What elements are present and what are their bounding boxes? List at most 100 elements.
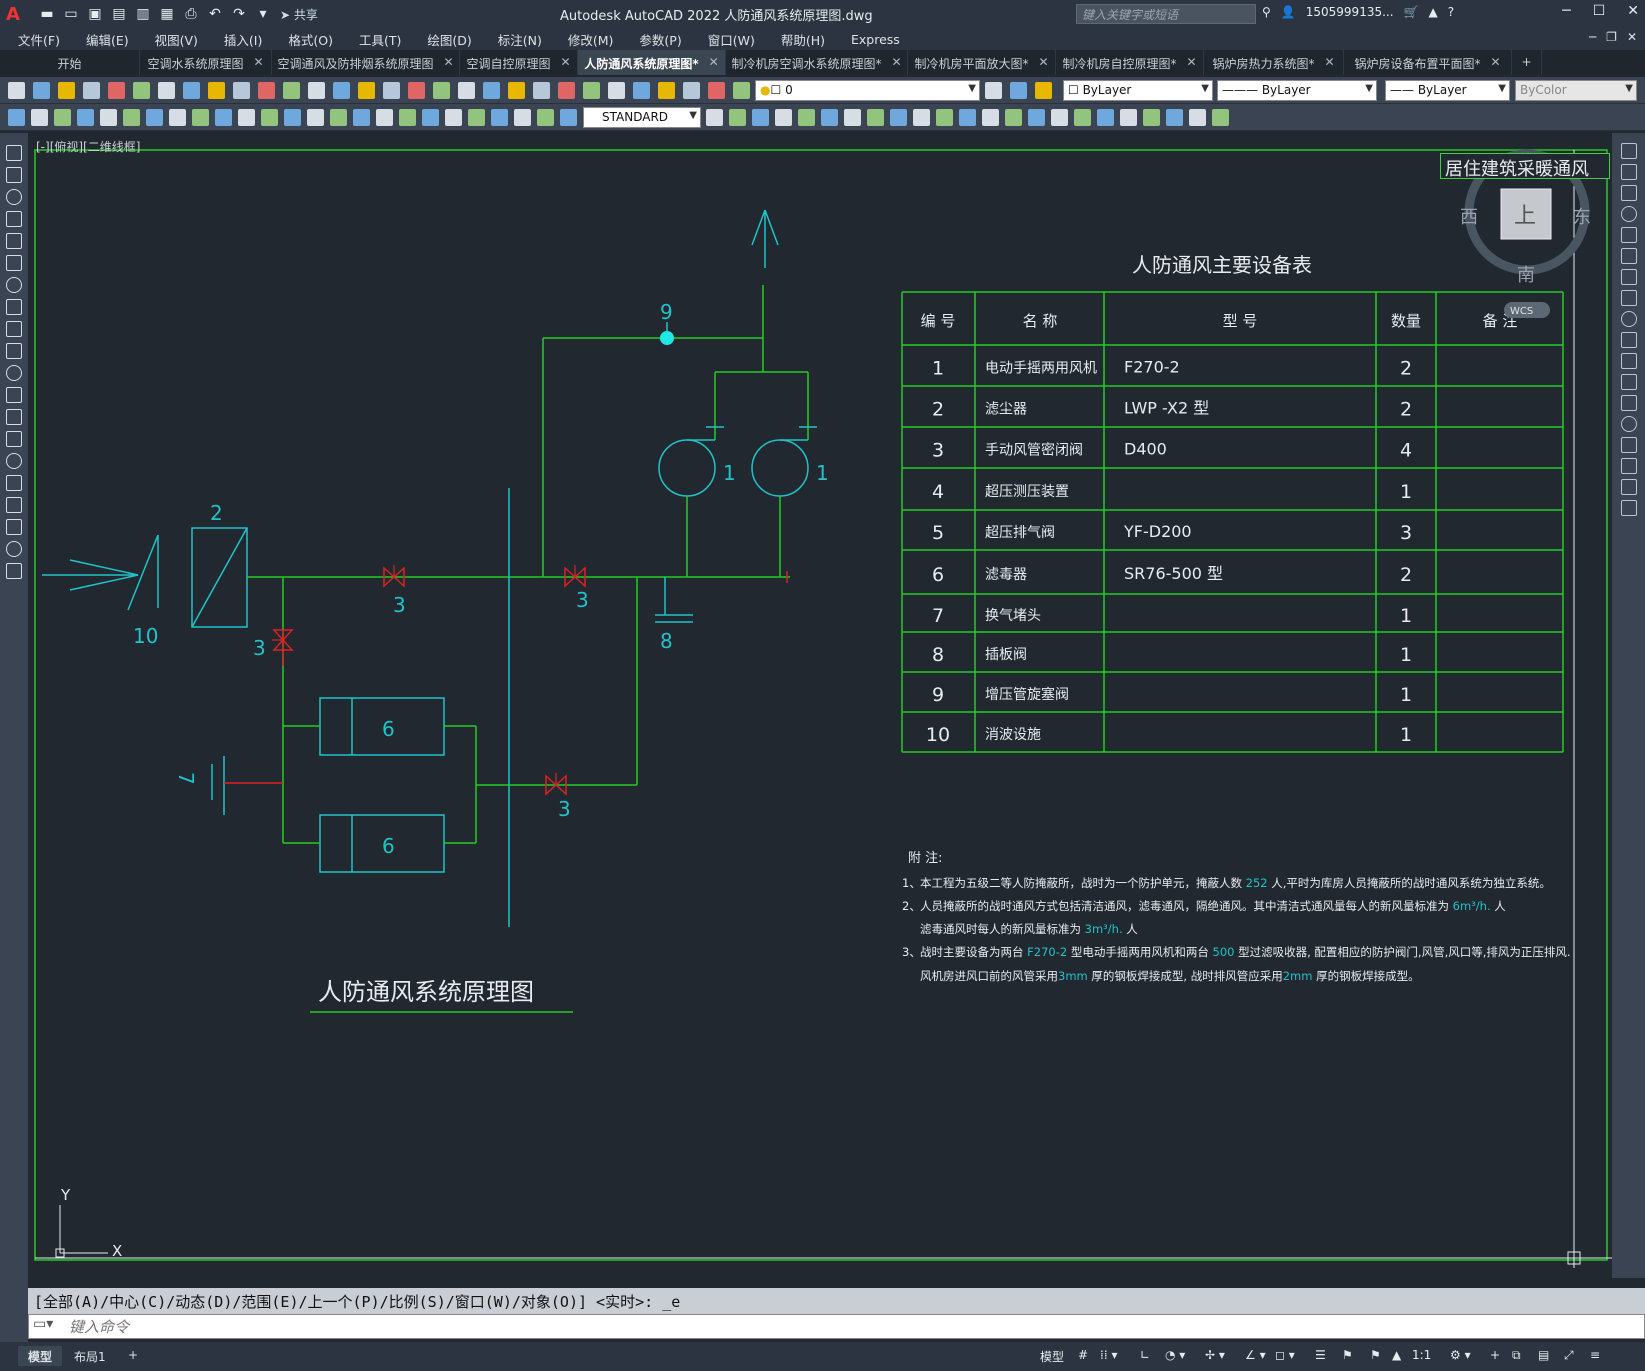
close-tab-icon[interactable]: ✕ xyxy=(253,55,264,69)
toolbar2-tool-icon-0[interactable] xyxy=(8,109,25,126)
close-tab-icon[interactable]: ✕ xyxy=(443,55,454,69)
toolbar2-tool-icon-8[interactable] xyxy=(192,109,209,126)
file-tab-3[interactable]: 空调自控原理图✕ xyxy=(460,50,578,75)
toolbar1-tool-icon-16[interactable] xyxy=(408,82,425,99)
isodraft-icon[interactable]: ✢ ▾ xyxy=(1205,1348,1225,1362)
modify-tool-icon-9[interactable] xyxy=(1621,332,1637,348)
cart-icon[interactable]: 🛒 xyxy=(1403,5,1419,19)
toolbar1-tool-icon-28[interactable] xyxy=(708,82,725,99)
modify-tool-icon-8[interactable] xyxy=(1621,311,1637,327)
toolbar2-tool-icon-26[interactable] xyxy=(729,109,746,126)
share-button[interactable]: ➤ 共享 xyxy=(280,7,318,22)
draw-tool-icon-15[interactable] xyxy=(6,475,22,491)
toolbar2-tool-icon-35[interactable] xyxy=(936,109,953,126)
toolbar1-tool-icon-12[interactable] xyxy=(308,82,325,99)
toolbar2-tool-icon-33[interactable] xyxy=(890,109,907,126)
draw-tool-icon-3[interactable] xyxy=(6,211,22,227)
user-icon[interactable]: 👤 xyxy=(1280,5,1296,19)
draw-tool-icon-5[interactable] xyxy=(6,255,22,271)
object-snap-icon[interactable]: ◻ ▾ xyxy=(1275,1348,1295,1362)
viewport-controls-label[interactable]: [-][俯视][二维线框] xyxy=(36,140,141,154)
toolbar1-tool-icon-13[interactable] xyxy=(333,82,350,99)
user-name[interactable]: 1505999135... xyxy=(1305,5,1394,19)
toolbar2-tool-icon-16[interactable] xyxy=(376,109,393,126)
tab-layout1[interactable]: 布局1 xyxy=(74,1350,106,1364)
toolbar2-tool-icon-13[interactable] xyxy=(307,109,324,126)
toolbar2-tool-icon-18[interactable] xyxy=(422,109,439,126)
doc-restore-button[interactable]: ❐ xyxy=(1606,30,1617,44)
toolbar2-tool-icon-27[interactable] xyxy=(752,109,769,126)
draw-tool-icon-13[interactable] xyxy=(6,431,22,447)
toolbar1-tool-icon-11[interactable] xyxy=(283,82,300,99)
modify-tool-icon-11[interactable] xyxy=(1621,374,1637,390)
menu-item-5[interactable]: 工具(T) xyxy=(358,32,402,48)
file-tab-9[interactable]: 锅炉房设备布置平面图*✕ xyxy=(1344,50,1512,75)
draw-tool-icon-1[interactable] xyxy=(6,167,22,183)
toolbar1-tool-icon-9[interactable] xyxy=(233,82,250,99)
toolbar1-tool-icon-18[interactable] xyxy=(458,82,475,99)
toolbar2-tool-icon-29[interactable] xyxy=(798,109,815,126)
menu-item-2[interactable]: 视图(V) xyxy=(154,32,198,48)
modify-tool-icon-5[interactable] xyxy=(1621,248,1637,264)
file-tab-5[interactable]: 制冷机房空调水系统原理图*✕ xyxy=(726,50,908,75)
customization-icon[interactable]: ≡ xyxy=(1590,1348,1601,1362)
toolbar2-tool-icon-36[interactable] xyxy=(959,109,976,126)
toolbar2-tool-icon-44[interactable] xyxy=(1143,109,1160,126)
toolbar2-tool-icon-2[interactable] xyxy=(54,109,71,126)
menu-item-8[interactable]: 修改(M) xyxy=(567,32,614,48)
file-tab-1[interactable]: 空调水系统原理图✕ xyxy=(140,50,272,75)
save-as-icon[interactable]: ▤ xyxy=(112,6,126,22)
file-tab-6[interactable]: 制冷机房平面放大图*✕ xyxy=(908,50,1056,75)
toolbar1-tool-icon-24[interactable] xyxy=(608,82,625,99)
toolbar2-tool-icon-32[interactable] xyxy=(867,109,884,126)
draw-tool-icon-6[interactable] xyxy=(6,277,22,293)
drawing-canvas[interactable]: 10 2 3 3 xyxy=(28,133,1612,1278)
web-save-icon[interactable]: ▥ xyxy=(136,6,150,22)
print-icon[interactable]: ⎙ xyxy=(185,6,197,22)
file-tab-7[interactable]: 制冷机房自控原理图*✕ xyxy=(1056,50,1204,75)
minimize-button[interactable]: ─ xyxy=(1562,3,1571,19)
toolbar2-tool-icon-23[interactable] xyxy=(537,109,554,126)
viewcube-face[interactable] xyxy=(1500,188,1552,240)
annotation-scale-icon[interactable]: ▲ xyxy=(1392,1348,1402,1362)
wcs-button[interactable] xyxy=(1504,302,1550,318)
toolbar2-tool-icon-42[interactable] xyxy=(1097,109,1114,126)
draw-tool-icon-10[interactable] xyxy=(6,365,22,381)
toolbar1-tool-icon-2[interactable] xyxy=(58,82,75,99)
autodesk-icon[interactable]: ▲ xyxy=(1428,5,1438,19)
text-style-dropdown[interactable]: STANDARD▼ xyxy=(583,107,701,128)
autocad-logo-icon[interactable]: A xyxy=(6,3,20,25)
menu-item-0[interactable]: 文件(F) xyxy=(18,32,60,48)
close-tab-icon[interactable]: ✕ xyxy=(1186,55,1197,69)
modify-tool-icon-0[interactable] xyxy=(1621,143,1637,159)
toolbar2-tool-icon-39[interactable] xyxy=(1028,109,1045,126)
dropdown-icon[interactable]: ▾ xyxy=(259,6,267,22)
close-tab-icon[interactable]: ✕ xyxy=(560,55,571,69)
toolbar2-tool-icon-11[interactable] xyxy=(261,109,278,126)
modify-tool-icon-6[interactable] xyxy=(1621,269,1637,285)
modify-tool-icon-7[interactable] xyxy=(1621,290,1637,306)
toolbar1-tool-icon-20[interactable] xyxy=(508,82,525,99)
menu-item-7[interactable]: 标注(N) xyxy=(497,32,542,48)
toolbar2-tool-icon-5[interactable] xyxy=(123,109,140,126)
toolbar2-tool-icon-31[interactable] xyxy=(844,109,861,126)
toolbar2-tool-icon-38[interactable] xyxy=(1005,109,1022,126)
toolbar1-tool-icon-26[interactable] xyxy=(658,82,675,99)
polar-icon[interactable]: ◔ ▾ xyxy=(1165,1348,1186,1362)
command-prompt-icon[interactable]: ▭▾ xyxy=(33,1316,54,1332)
toolbar1-tool-icon-27[interactable] xyxy=(683,82,700,99)
layer-dropdown[interactable]: ●☐ 0▼ xyxy=(755,80,980,101)
model-space-button[interactable]: 模型 xyxy=(1040,1350,1065,1364)
toolbar1-tool-icon-17[interactable] xyxy=(433,82,450,99)
viewcube-south[interactable]: 南 xyxy=(1517,265,1535,286)
toolbar2-tool-icon-9[interactable] xyxy=(215,109,232,126)
toolbar1-tool-icon-6[interactable] xyxy=(158,82,175,99)
toolbar1-tool-icon-14[interactable] xyxy=(358,82,375,99)
draw-tool-icon-9[interactable] xyxy=(6,343,22,359)
toolbar1-tool-icon-7[interactable] xyxy=(183,82,200,99)
hardware-acceleration-icon[interactable]: ▤ xyxy=(1538,1348,1550,1362)
modify-tool-icon-17[interactable] xyxy=(1621,500,1637,516)
toolbar1-tool-icon-4[interactable] xyxy=(108,82,125,99)
modify-tool-icon-13[interactable] xyxy=(1621,416,1637,432)
redo-icon[interactable]: ↷ xyxy=(233,6,245,22)
